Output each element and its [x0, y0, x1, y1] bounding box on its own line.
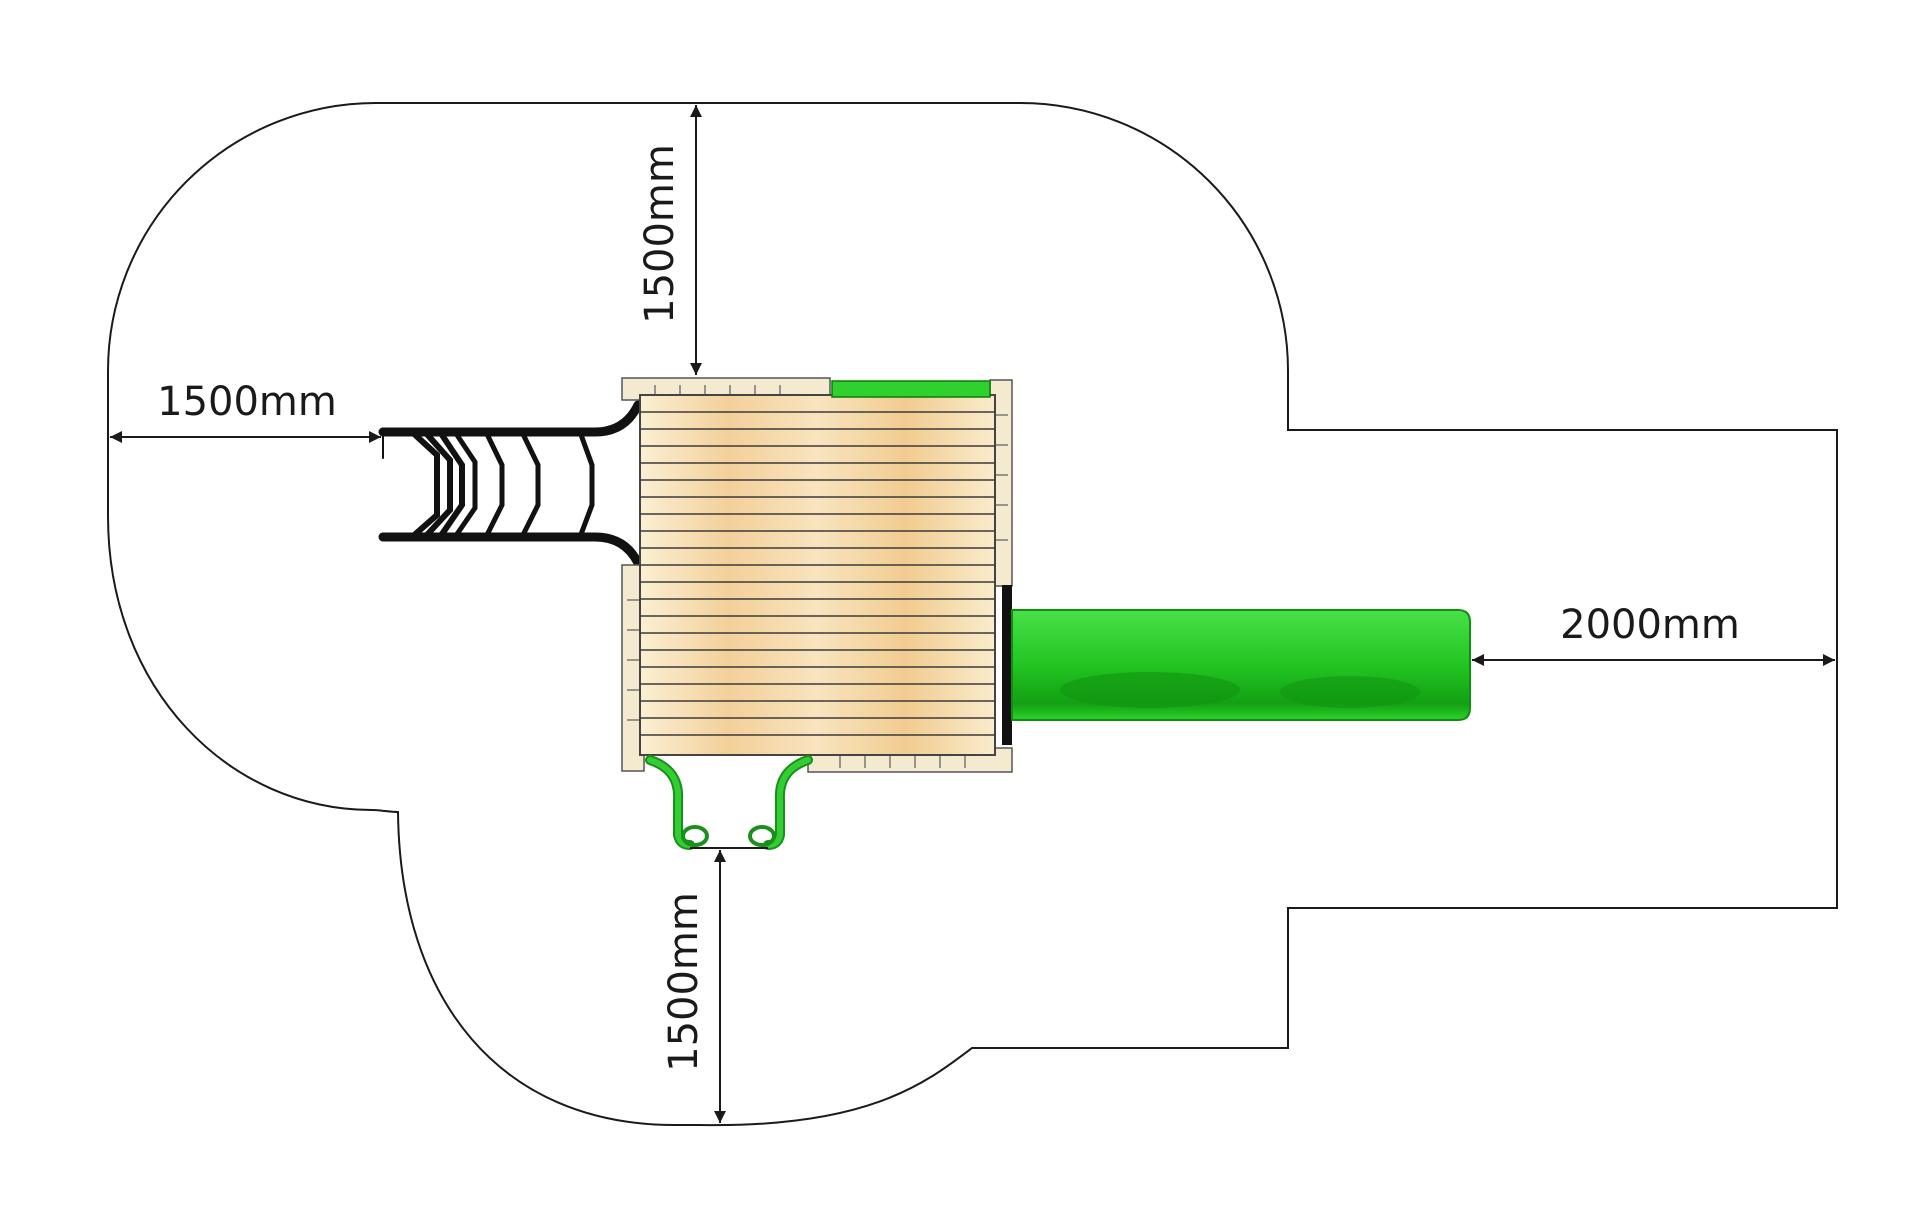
- dim-top-label: 1500mm: [637, 144, 683, 324]
- dim-right-label: 2000mm: [1560, 602, 1740, 648]
- curved-ramp: [378, 400, 643, 568]
- safety-zone-outline: [106, 102, 1838, 1127]
- wooden-deck-platform: [621, 377, 1013, 773]
- dim-left-label: 1500mm: [157, 379, 337, 425]
- dim-bottom-label: 1500mm: [661, 892, 707, 1072]
- green-slide: [1002, 585, 1471, 745]
